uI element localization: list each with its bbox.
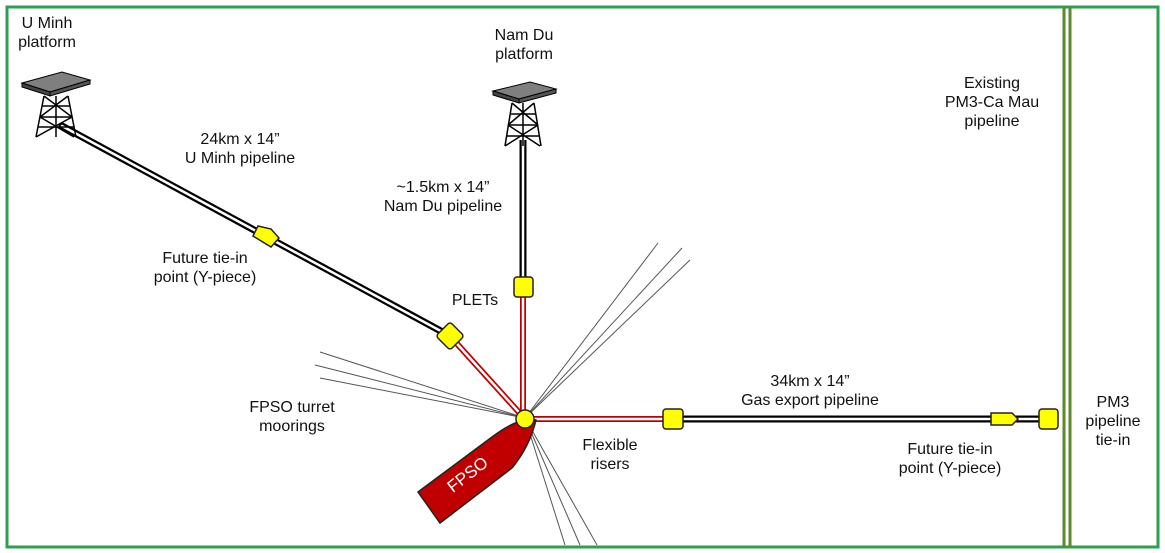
future-tie-in-right-label: Future tie-in point (Y-piece)	[880, 440, 1020, 478]
plet-nam-du	[513, 276, 534, 298]
label-line: U Minh	[21, 15, 73, 32]
fpso-turret	[515, 409, 535, 429]
label-line: U Minh pipeline	[184, 150, 296, 167]
label-line: Future tie-in	[907, 441, 993, 458]
future-tie-in-y-piece-left	[252, 225, 281, 248]
diagram-frame	[5, 5, 1160, 549]
plets-label: PLETs	[440, 291, 510, 310]
flexible-risers-label: Flexible risers	[570, 436, 650, 474]
label-line: Nam Du pipeline	[383, 198, 503, 215]
future-tie-in-left-label: Future tie-in point (Y-piece)	[130, 249, 280, 287]
nam-du-pipeline-label: ~1.5km x 14” Nam Du pipeline	[368, 178, 518, 216]
label-line: PLETs	[451, 292, 499, 309]
pm3-tie-in-connector	[1038, 408, 1059, 430]
existing-pm3-ca-mau-pipeline	[1062, 7, 1072, 547]
label-line: FPSO turret	[249, 399, 335, 416]
label-line: pipeline	[964, 113, 1020, 130]
label-line: point (Y-piece)	[898, 460, 1002, 477]
label-line: ~1.5km x 14”	[396, 179, 490, 196]
future-tie-in-y-piece-right	[990, 412, 1020, 426]
gas-export-pipeline-label: 34km x 14” Gas export pipeline	[725, 372, 895, 410]
label-line: Existing	[963, 75, 1021, 92]
label-line: tie-in	[1095, 432, 1131, 449]
existing-pipeline-label: Existing PM3-Ca Mau pipeline	[932, 74, 1052, 131]
label-line: pipeline	[1085, 413, 1141, 430]
fpso-vessel: FPSO	[416, 418, 537, 525]
u-minh-pipeline-label: 24km x 14” U Minh pipeline	[160, 130, 320, 168]
label-line: Future tie-in	[162, 250, 248, 267]
u-minh-platform-label: U Minh platform	[12, 14, 82, 52]
label-line: platform	[18, 34, 76, 51]
pm3-pipeline-tie-in-label: PM3 pipeline tie-in	[1078, 393, 1148, 450]
label-line: Gas export pipeline	[741, 392, 879, 409]
label-line: PM3-Ca Mau	[944, 94, 1040, 111]
label-line: 34km x 14”	[770, 373, 850, 390]
fpso-turret-moorings-label: FPSO turret moorings	[232, 398, 352, 436]
label-line: PM3	[1096, 394, 1130, 411]
nam-du-platform-label: Nam Du platform	[484, 26, 564, 64]
label-line: point (Y-piece)	[153, 269, 257, 286]
label-line: moorings	[259, 418, 325, 435]
plet-u-minh	[436, 322, 464, 350]
nam-du-platform-icon	[491, 81, 558, 147]
plet-gas-export	[662, 408, 684, 430]
label-line: Nam Du	[494, 27, 554, 44]
label-line: risers	[590, 456, 630, 473]
u-minh-platform-icon	[20, 71, 92, 138]
fpso-turret-mooring-lines	[314, 242, 691, 546]
flexible-risers	[447, 287, 673, 422]
label-line: 24km x 14”	[200, 131, 280, 148]
label-line: Flexible	[582, 437, 638, 454]
label-line: platform	[495, 46, 553, 63]
